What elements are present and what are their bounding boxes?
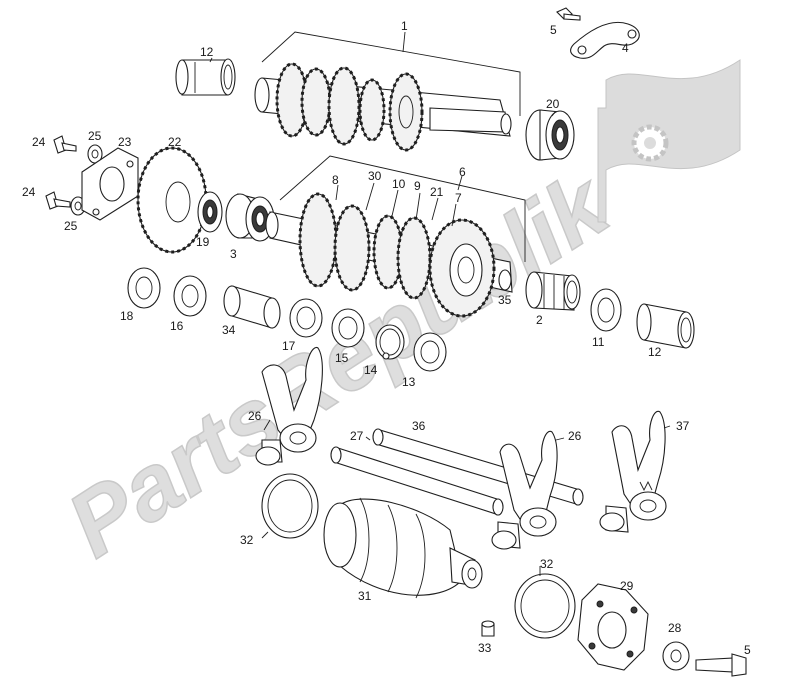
- leader-lines: [209, 57, 671, 576]
- watermark-flag-logo: [597, 59, 741, 223]
- washer-13: [413, 332, 447, 372]
- screw-5-top: [556, 7, 581, 21]
- pin-33: [481, 620, 495, 637]
- label-part-18: 18: [120, 309, 134, 323]
- washer-17: [289, 298, 323, 338]
- o-ring-32-right: [514, 573, 576, 639]
- label-part-26-left: 26: [248, 409, 262, 423]
- label-part-12-right: 12: [648, 345, 662, 359]
- label-part-1: 1: [401, 19, 408, 33]
- needle-bearing-2: [525, 271, 581, 311]
- shift-fork-37: [599, 410, 667, 533]
- spacer-34: [223, 285, 281, 329]
- screw-5-bottom: [695, 653, 747, 677]
- label-part-24-upper: 24: [32, 135, 46, 149]
- circlip-14: [375, 324, 405, 360]
- label-part-23: 23: [118, 135, 132, 149]
- counter-shaft-gears: [298, 192, 496, 318]
- label-part-16: 16: [170, 319, 184, 333]
- label-part-28: 28: [668, 621, 682, 635]
- shift-fork-26-left: [255, 347, 323, 466]
- label-part-10: 10: [392, 177, 406, 191]
- label-part-26-right: 26: [568, 429, 582, 443]
- label-part-21: 21: [430, 185, 444, 199]
- label-part-32-left: 32: [240, 533, 254, 547]
- needle-bearing-12-top: [175, 58, 236, 96]
- label-part-12-top: 12: [200, 45, 214, 59]
- label-part-32-right: 32: [540, 557, 554, 571]
- label-part-35: 35: [498, 293, 512, 307]
- label-part-22: 22: [168, 135, 182, 149]
- label-part-20: 20: [546, 97, 560, 111]
- o-ring-32-left: [261, 473, 319, 539]
- label-part-31: 31: [358, 589, 372, 603]
- label-part-25-lower: 25: [64, 219, 78, 233]
- label-part-9: 9: [414, 179, 421, 193]
- label-part-11: 11: [592, 335, 605, 349]
- label-part-37: 37: [676, 419, 690, 433]
- selector-drum-31: [323, 497, 483, 599]
- label-part-13: 13: [402, 375, 416, 389]
- label-part-6: 6: [459, 165, 466, 179]
- label-part-25-upper: 25: [88, 129, 102, 143]
- main-shaft-gears: [275, 62, 424, 152]
- screw-24-lower: [45, 191, 71, 210]
- label-part-15: 15: [335, 351, 349, 365]
- screw-24-upper: [53, 135, 77, 154]
- bracket-1: [261, 31, 521, 116]
- label-part-8: 8: [332, 173, 339, 187]
- needle-bearing-12-right: [636, 303, 695, 349]
- label-part-7: 7: [455, 191, 462, 205]
- label-part-36: 36: [412, 419, 426, 433]
- main-shaft-1: [254, 62, 512, 152]
- label-part-19: 19: [196, 235, 210, 249]
- counter-shaft-6: [265, 192, 513, 318]
- label-part-33: 33: [478, 641, 492, 655]
- label-part-4: 4: [622, 41, 629, 55]
- bracket-6: [279, 155, 526, 262]
- washer-25-upper: [87, 144, 103, 164]
- label-part-27: 27: [350, 429, 364, 443]
- ball-bearing-20: [525, 109, 575, 161]
- label-part-5-bottom: 5: [744, 643, 751, 657]
- washer-28: [662, 641, 690, 671]
- label-part-30: 30: [368, 169, 382, 183]
- drum-cam-29: [577, 583, 649, 671]
- sprocket-plate-23: [81, 147, 139, 221]
- washer-11: [590, 288, 622, 332]
- washer-16: [173, 275, 207, 317]
- plate-4: [570, 22, 640, 59]
- fork-shaft-27: [330, 446, 504, 516]
- label-part-5-top: 5: [550, 23, 557, 37]
- bearing-19: [197, 191, 223, 233]
- label-part-14: 14: [364, 363, 378, 377]
- shift-fork-26-right: [491, 430, 558, 550]
- label-part-2: 2: [536, 313, 543, 327]
- washer-15: [331, 308, 365, 348]
- label-part-17: 17: [282, 339, 296, 353]
- label-part-34: 34: [222, 323, 236, 337]
- label-part-29: 29: [620, 579, 634, 593]
- part-number-labels: 1 2 3 4 5 5 6 7 8 9 10 11 12 12 13 14 15…: [22, 19, 751, 657]
- label-part-3: 3: [230, 247, 237, 261]
- washer-18: [127, 267, 161, 309]
- label-part-24-lower: 24: [22, 185, 36, 199]
